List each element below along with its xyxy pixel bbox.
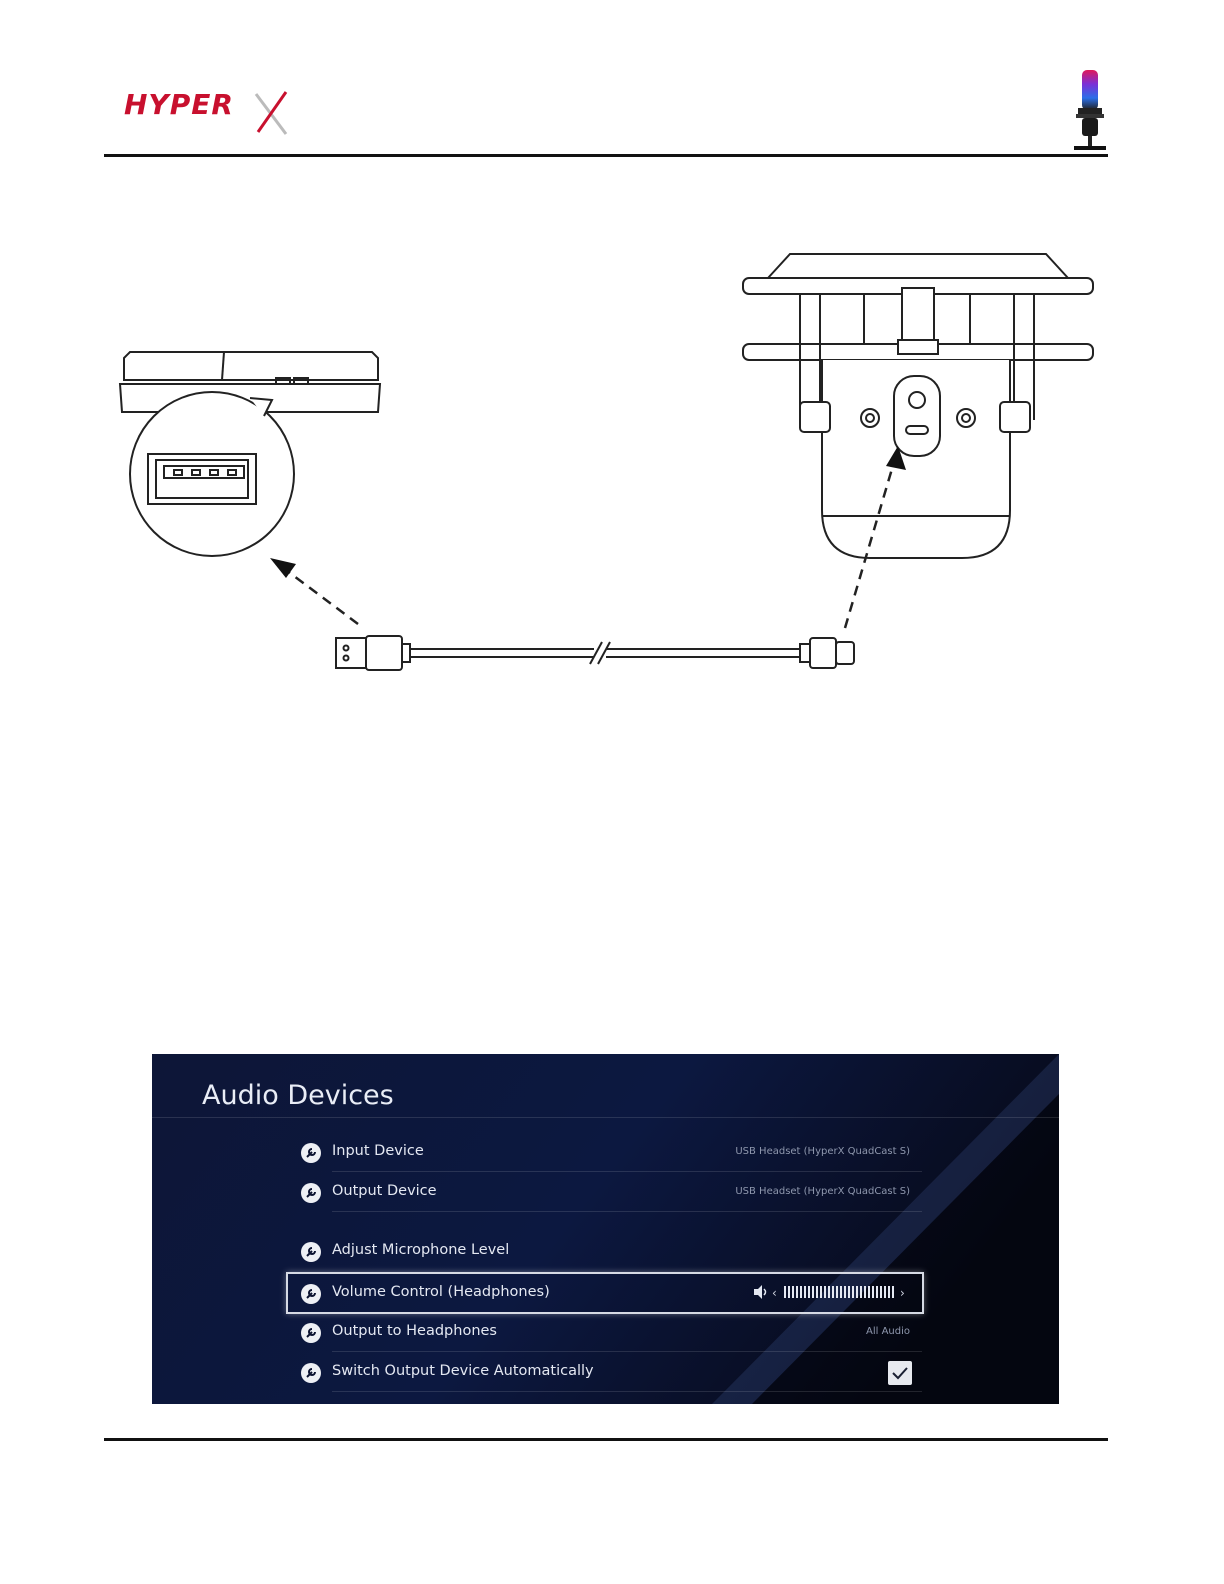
row-switch-output-device-automatically[interactable]: Switch Output Device Automatically bbox=[288, 1354, 922, 1392]
wrench-icon bbox=[300, 1241, 322, 1263]
volume-bar bbox=[888, 1286, 890, 1298]
connection-diagram bbox=[100, 240, 1110, 700]
title-divider bbox=[152, 1117, 1059, 1118]
volume-bar bbox=[872, 1286, 874, 1298]
volume-bar bbox=[892, 1286, 894, 1298]
row-label: Switch Output Device Automatically bbox=[332, 1363, 594, 1379]
wrench-icon bbox=[300, 1322, 322, 1344]
row-divider bbox=[332, 1351, 922, 1352]
volume-bar bbox=[884, 1286, 886, 1298]
footer-rule bbox=[104, 1438, 1108, 1441]
volume-bar bbox=[808, 1286, 810, 1298]
row-label: Adjust Microphone Level bbox=[332, 1242, 509, 1258]
checkmark-icon bbox=[888, 1361, 912, 1385]
volume-bar bbox=[836, 1286, 838, 1298]
volume-bar bbox=[792, 1286, 794, 1298]
row-label: Input Device bbox=[332, 1143, 424, 1159]
row-label: Output to Headphones bbox=[332, 1323, 497, 1339]
volume-bar bbox=[868, 1286, 870, 1298]
row-value: USB Headset (HyperX QuadCast S) bbox=[735, 1186, 910, 1197]
svg-text:›: › bbox=[900, 1286, 905, 1300]
speaker-icon bbox=[754, 1285, 762, 1299]
wrench-icon bbox=[300, 1283, 322, 1305]
volume-bar bbox=[824, 1286, 826, 1298]
volume-bar bbox=[856, 1286, 858, 1298]
volume-bar bbox=[828, 1286, 830, 1298]
volume-bar bbox=[864, 1286, 866, 1298]
row-value: All Audio bbox=[866, 1326, 910, 1337]
usb-cable-illustration bbox=[336, 636, 854, 670]
volume-bar bbox=[832, 1286, 834, 1298]
row-adjust-microphone-level[interactable]: Adjust Microphone Level bbox=[288, 1233, 922, 1271]
microphone-illustration bbox=[743, 254, 1093, 558]
volume-level-bars bbox=[784, 1286, 894, 1298]
audio-devices-screen: Audio Devices Input Device USB Headset (… bbox=[152, 1054, 1059, 1404]
row-divider bbox=[332, 1211, 922, 1212]
svg-text:‹: ‹ bbox=[772, 1286, 777, 1300]
volume-bar bbox=[844, 1286, 846, 1298]
volume-bar bbox=[820, 1286, 822, 1298]
row-volume-control-headphones[interactable]: Volume Control (Headphones) ‹ › bbox=[286, 1272, 924, 1314]
volume-bar bbox=[800, 1286, 802, 1298]
volume-bar bbox=[816, 1286, 818, 1298]
row-output-to-headphones[interactable]: Output to Headphones All Audio bbox=[288, 1314, 922, 1352]
row-label: Volume Control (Headphones) bbox=[332, 1284, 550, 1300]
panel-title: Audio Devices bbox=[202, 1080, 394, 1111]
volume-bar bbox=[848, 1286, 850, 1298]
row-label: Output Device bbox=[332, 1183, 437, 1199]
console-illustration bbox=[120, 352, 380, 556]
volume-bar bbox=[880, 1286, 882, 1298]
volume-bar bbox=[840, 1286, 842, 1298]
wrench-icon bbox=[300, 1362, 322, 1384]
volume-bar bbox=[804, 1286, 806, 1298]
row-divider bbox=[332, 1171, 922, 1172]
connection-arrows bbox=[286, 462, 894, 628]
volume-bar bbox=[784, 1286, 786, 1298]
arrow-head-left bbox=[270, 558, 296, 578]
row-input-device[interactable]: Input Device USB Headset (HyperX QuadCas… bbox=[288, 1134, 922, 1172]
svg-text:HYPER: HYPER bbox=[124, 88, 234, 121]
volume-slider[interactable]: ‹ › bbox=[752, 1283, 912, 1301]
row-value: USB Headset (HyperX QuadCast S) bbox=[735, 1146, 910, 1157]
microphone-thumbnail-icon bbox=[1070, 68, 1110, 154]
wrench-icon bbox=[300, 1182, 322, 1204]
volume-bar bbox=[876, 1286, 878, 1298]
volume-bar bbox=[788, 1286, 790, 1298]
wrench-icon bbox=[300, 1142, 322, 1164]
volume-bar bbox=[796, 1286, 798, 1298]
hyperx-logo: HYPER bbox=[118, 80, 298, 140]
header-rule bbox=[104, 154, 1108, 157]
volume-bar bbox=[860, 1286, 862, 1298]
row-output-device[interactable]: Output Device USB Headset (HyperX QuadCa… bbox=[288, 1174, 922, 1212]
auto-switch-checkbox[interactable] bbox=[888, 1361, 912, 1385]
volume-bar bbox=[852, 1286, 854, 1298]
volume-bar bbox=[812, 1286, 814, 1298]
row-divider bbox=[332, 1391, 922, 1392]
